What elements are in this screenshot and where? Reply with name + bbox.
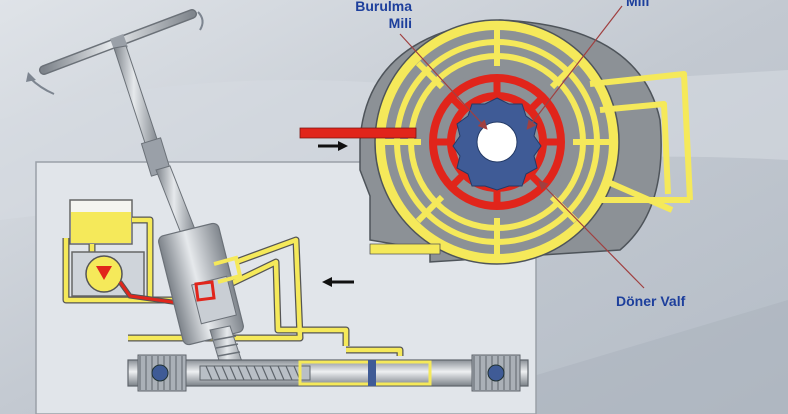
steering-column bbox=[113, 45, 197, 237]
arrow-left-icon bbox=[322, 277, 354, 287]
rotary-valve-leader bbox=[538, 180, 645, 289]
torsion-bar-label-line1: Burulma bbox=[355, 0, 412, 14]
steering-rack bbox=[127, 354, 529, 392]
torsion-bar-label: Burulma Mili bbox=[338, 0, 412, 32]
torsion-bar-leader bbox=[399, 33, 488, 130]
arrow-right-icon bbox=[318, 141, 348, 151]
shaft-label: Mili bbox=[626, 0, 650, 9]
fluid-reservoir bbox=[69, 199, 133, 245]
valve-housing bbox=[158, 222, 249, 385]
rotary-valve-section bbox=[299, 19, 693, 265]
rotary-valve-label: Döner Valf bbox=[616, 293, 686, 309]
torsion-bar-label-line2: Mili bbox=[388, 15, 412, 31]
shaft-leader bbox=[526, 5, 623, 130]
pump-icon bbox=[71, 251, 145, 297]
